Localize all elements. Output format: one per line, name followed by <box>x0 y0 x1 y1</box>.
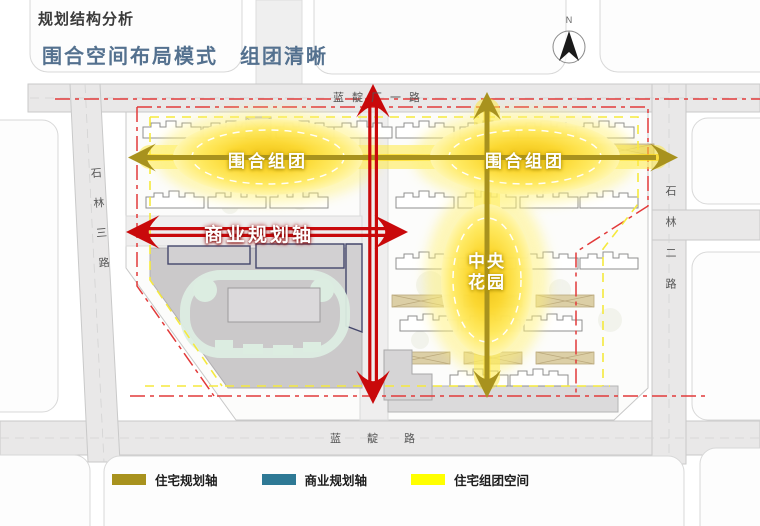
north-label: N <box>565 15 573 25</box>
commercial-axis-arrows <box>126 84 408 404</box>
north-arrow <box>552 30 586 64</box>
cluster-label-left: 围合组团 <box>228 152 308 171</box>
legend-swatch-commercial-axis <box>261 474 296 485</box>
road-label-top: 蓝靛厂一路 <box>333 92 428 104</box>
legend-swatch-residential-axis <box>112 474 146 485</box>
legend: 住宅规划轴 商业规划轴 住宅组团空间 <box>112 470 529 489</box>
page-title: 规划结构分析 <box>38 11 135 28</box>
residential-buildings <box>142 116 639 413</box>
legend-item-cluster-space: 住宅组团空间 <box>411 470 529 489</box>
central-garden-label-line1: 中央 <box>468 252 506 271</box>
central-garden-label-line2: 花园 <box>468 273 506 292</box>
cluster-label-right: 围合组团 <box>485 152 565 171</box>
page-subtitle: 围合空间布局模式 组团清晰 <box>42 46 328 68</box>
legend-swatch-cluster-space <box>411 474 446 485</box>
legend-item-residential-axis: 住宅规划轴 <box>112 470 218 489</box>
commercial-axis-label: 商业规划轴 <box>203 225 314 246</box>
mall-roof-garden-ring <box>180 270 350 358</box>
legend-label-residential-axis: 住宅规划轴 <box>155 474 218 488</box>
legend-label-cluster-space: 住宅组团空间 <box>454 474 530 488</box>
legend-label-commercial-axis: 商业规划轴 <box>304 474 368 488</box>
residential-axis-arrows <box>128 92 678 398</box>
central-garden-label: 中央 花园 <box>437 251 537 293</box>
legend-item-commercial-axis: 商业规划轴 <box>261 470 368 489</box>
service-structure <box>383 349 433 401</box>
road-label-bottom: 蓝靛路 <box>330 433 441 445</box>
road-label-right: 石林二路 <box>664 185 676 309</box>
mall-block <box>149 243 363 389</box>
